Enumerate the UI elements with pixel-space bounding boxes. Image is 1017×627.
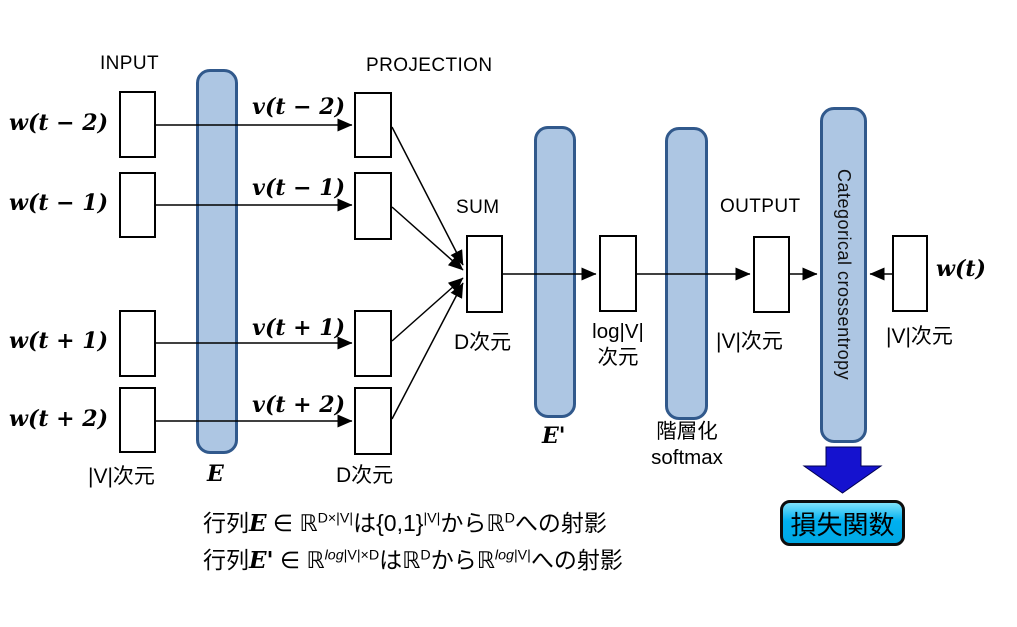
context-word-label-4: w(t + 2) (9, 406, 108, 432)
sum-box (466, 235, 503, 313)
context-word-label-2: w(t − 1) (9, 190, 108, 216)
context-word-label-3: w(t + 1) (9, 328, 108, 354)
formula-line-2: 行列E' ∈ ℝlog|V|×DはℝDからℝlog|V|への射影 (203, 547, 623, 574)
input-dim-label: |V|次元 (88, 465, 155, 488)
hidden-dim-line1: log|V| (592, 320, 644, 343)
formula-line-1: 行列E ∈ ℝD×|V|は{0,1}|V|からℝDへの射影 (203, 510, 607, 537)
input-box-1 (119, 91, 156, 158)
target-dim-label: |V|次元 (886, 325, 953, 348)
loss-arrow (802, 446, 883, 494)
embedding-matrix-label: E (207, 461, 224, 487)
input-box-3 (119, 310, 156, 377)
output-embedding-matrix-label: E' (542, 423, 566, 449)
projection-box-2 (354, 172, 392, 240)
hidden-dim-line2: 次元 (597, 346, 639, 369)
projection-box-4 (354, 387, 392, 455)
hidden-box (599, 235, 637, 312)
loss-box-label: 損失関数 (790, 509, 895, 540)
hierarchical-softmax-line1: 階層化 (656, 420, 718, 443)
projection-box-1 (354, 92, 392, 158)
projection-box-3 (354, 310, 392, 377)
hidden-dim-label: log|V| 次元 (577, 319, 659, 371)
vector-label-4: v(t + 2) (252, 392, 345, 418)
input-box-2 (119, 172, 156, 238)
sum-dim-label: D次元 (454, 331, 512, 354)
vector-label-3: v(t + 1) (252, 315, 345, 341)
target-word-label: w(t) (936, 256, 986, 282)
sum-layer-label: SUM (456, 197, 500, 218)
vector-label-1: v(t − 2) (252, 94, 345, 120)
target-box (892, 235, 928, 312)
loss-box: 損失関数 (780, 500, 905, 546)
crossentropy-bar-label-wrap: Categorical crossentropy (823, 110, 864, 440)
output-embedding-matrix-bar (534, 126, 576, 418)
embedding-matrix-bar (196, 69, 238, 454)
output-layer-label: OUTPUT (720, 196, 801, 217)
hierarchical-softmax-line2: softmax (651, 446, 723, 469)
vector-label-2: v(t − 1) (252, 175, 345, 201)
projection-dim-label: D次元 (336, 464, 394, 487)
output-dim-label: |V|次元 (716, 330, 783, 353)
context-word-label-1: w(t − 2) (9, 110, 108, 136)
input-box-4 (119, 387, 156, 453)
crossentropy-bar-label: Categorical crossentropy (834, 169, 854, 381)
input-layer-label: INPUT (100, 53, 159, 74)
output-box (753, 236, 790, 313)
hierarchical-softmax-label: 階層化 softmax (639, 419, 735, 471)
projection-layer-label: PROJECTION (366, 55, 493, 76)
crossentropy-bar: Categorical crossentropy (820, 107, 867, 443)
